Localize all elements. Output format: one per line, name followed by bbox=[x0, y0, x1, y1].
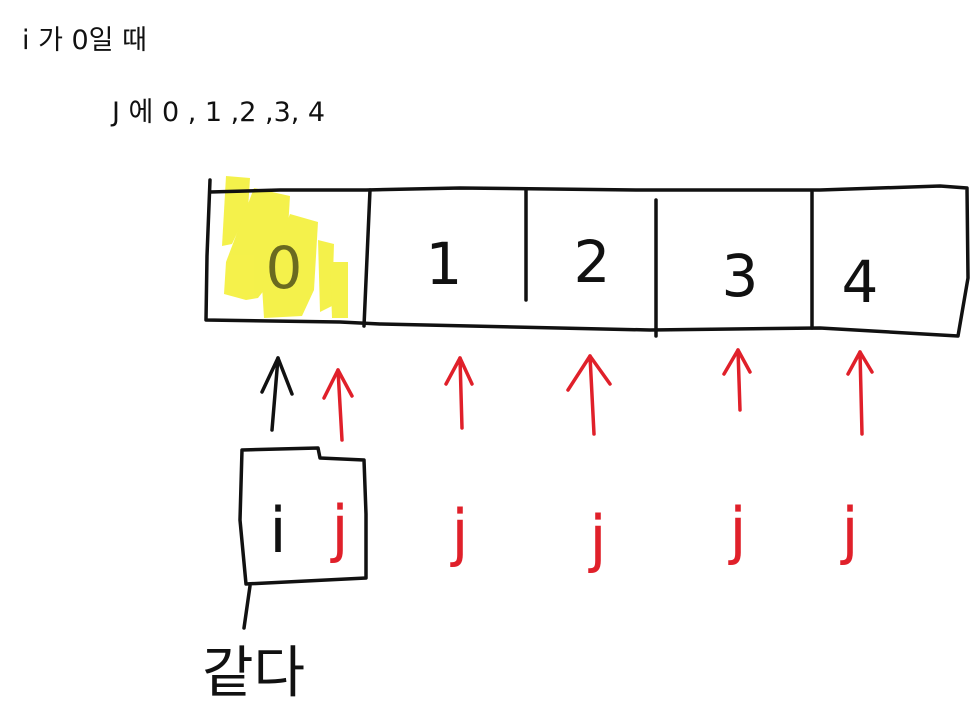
same-index-box bbox=[238, 446, 368, 630]
j-pointer-label-2: j bbox=[587, 502, 606, 575]
j-pointer-label-0: j bbox=[329, 492, 348, 565]
array-cell-2: 2 bbox=[574, 228, 611, 296]
array-cell-0: 0 bbox=[266, 234, 303, 302]
j-arrow-2 bbox=[566, 354, 612, 436]
i-pointer-label: i bbox=[269, 494, 286, 567]
j-pointer-label-3: j bbox=[727, 494, 746, 567]
highlight-marker bbox=[222, 176, 348, 318]
array-cell-1: 1 bbox=[426, 230, 463, 298]
j-arrow-3 bbox=[722, 348, 752, 412]
i-arrow bbox=[260, 356, 294, 432]
heading-j-values: J 에 0 , 1 ,2 ,3, 4 bbox=[112, 97, 326, 128]
cell-divider-1 bbox=[362, 188, 372, 328]
array-cell-3: 3 bbox=[722, 242, 759, 310]
j-pointer-label-4: j bbox=[839, 494, 858, 567]
caption-same: 같다 bbox=[202, 641, 305, 706]
heading-i-equals-zero: i 가 0일 때 bbox=[22, 25, 147, 56]
j-pointer-label-1: j bbox=[449, 496, 468, 569]
array-cell-4: 4 bbox=[842, 248, 879, 316]
j-arrow-0 bbox=[322, 368, 354, 442]
array-outline bbox=[204, 178, 970, 338]
j-arrow-4 bbox=[846, 350, 874, 436]
j-arrow-1 bbox=[444, 356, 474, 430]
